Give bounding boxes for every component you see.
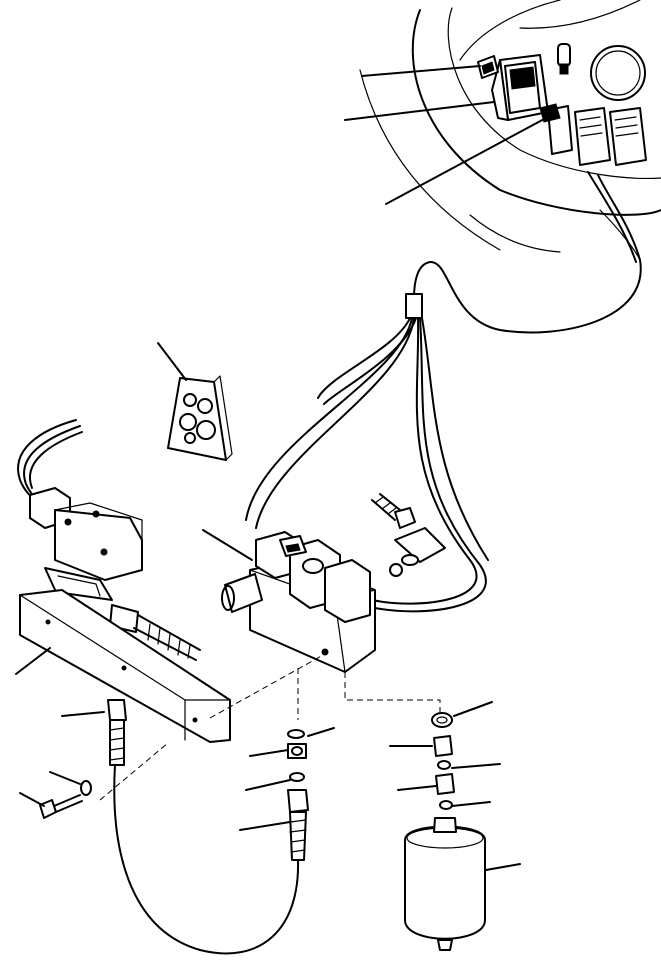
right-valve-fitting-hose — [371, 493, 446, 566]
leader-4 — [157, 342, 187, 381]
center-nut — [287, 743, 307, 759]
leader-12 — [245, 779, 291, 791]
leader-6 — [15, 647, 51, 675]
leader-17 — [397, 785, 437, 791]
rocker-switch-main — [491, 54, 549, 121]
left-washer — [80, 780, 92, 796]
left-bolt — [39, 794, 83, 819]
seal-kit-packet — [167, 375, 233, 461]
right-washer — [439, 800, 453, 810]
leader-8 — [49, 771, 81, 785]
leader-2 — [344, 101, 495, 121]
switch-connector-small — [477, 55, 499, 79]
center-seal-ring — [287, 729, 305, 739]
dashboard-gauge — [590, 45, 646, 101]
assembly-center-lines — [99, 653, 441, 801]
leader-3 — [385, 117, 547, 205]
left-solenoid-valve — [29, 487, 143, 601]
leader-1 — [361, 65, 481, 77]
left-hose-fitting — [107, 699, 127, 766]
right-adapter — [435, 773, 455, 795]
leader-14 — [453, 701, 493, 717]
leader-10 — [307, 727, 335, 737]
harness-connector — [405, 293, 423, 319]
left-return-hose — [113, 764, 300, 955]
o-ring-small — [389, 563, 403, 577]
center-o-ring — [289, 772, 305, 782]
leader-11 — [249, 749, 289, 757]
right-valve-tube — [221, 573, 263, 613]
leader-18 — [451, 801, 491, 807]
dashboard-lamp — [557, 43, 571, 75]
wiring-harness — [245, 171, 642, 613]
leader-19 — [485, 863, 521, 871]
callout-leaders — [15, 65, 547, 871]
leader-9 — [19, 792, 45, 807]
leader-7 — [61, 711, 105, 717]
mounting-bracket-bar — [19, 589, 231, 743]
right-o-ring — [437, 760, 451, 770]
right-solenoid-coils — [255, 531, 371, 623]
right-nut — [433, 735, 453, 757]
leader-13 — [239, 821, 291, 831]
accumulator — [404, 817, 486, 951]
center-hose-fitting — [287, 789, 309, 861]
leader-5 — [202, 529, 253, 561]
right-seal-ring — [431, 712, 453, 728]
rocker-switch-bank — [539, 103, 647, 166]
leader-16 — [451, 763, 501, 769]
